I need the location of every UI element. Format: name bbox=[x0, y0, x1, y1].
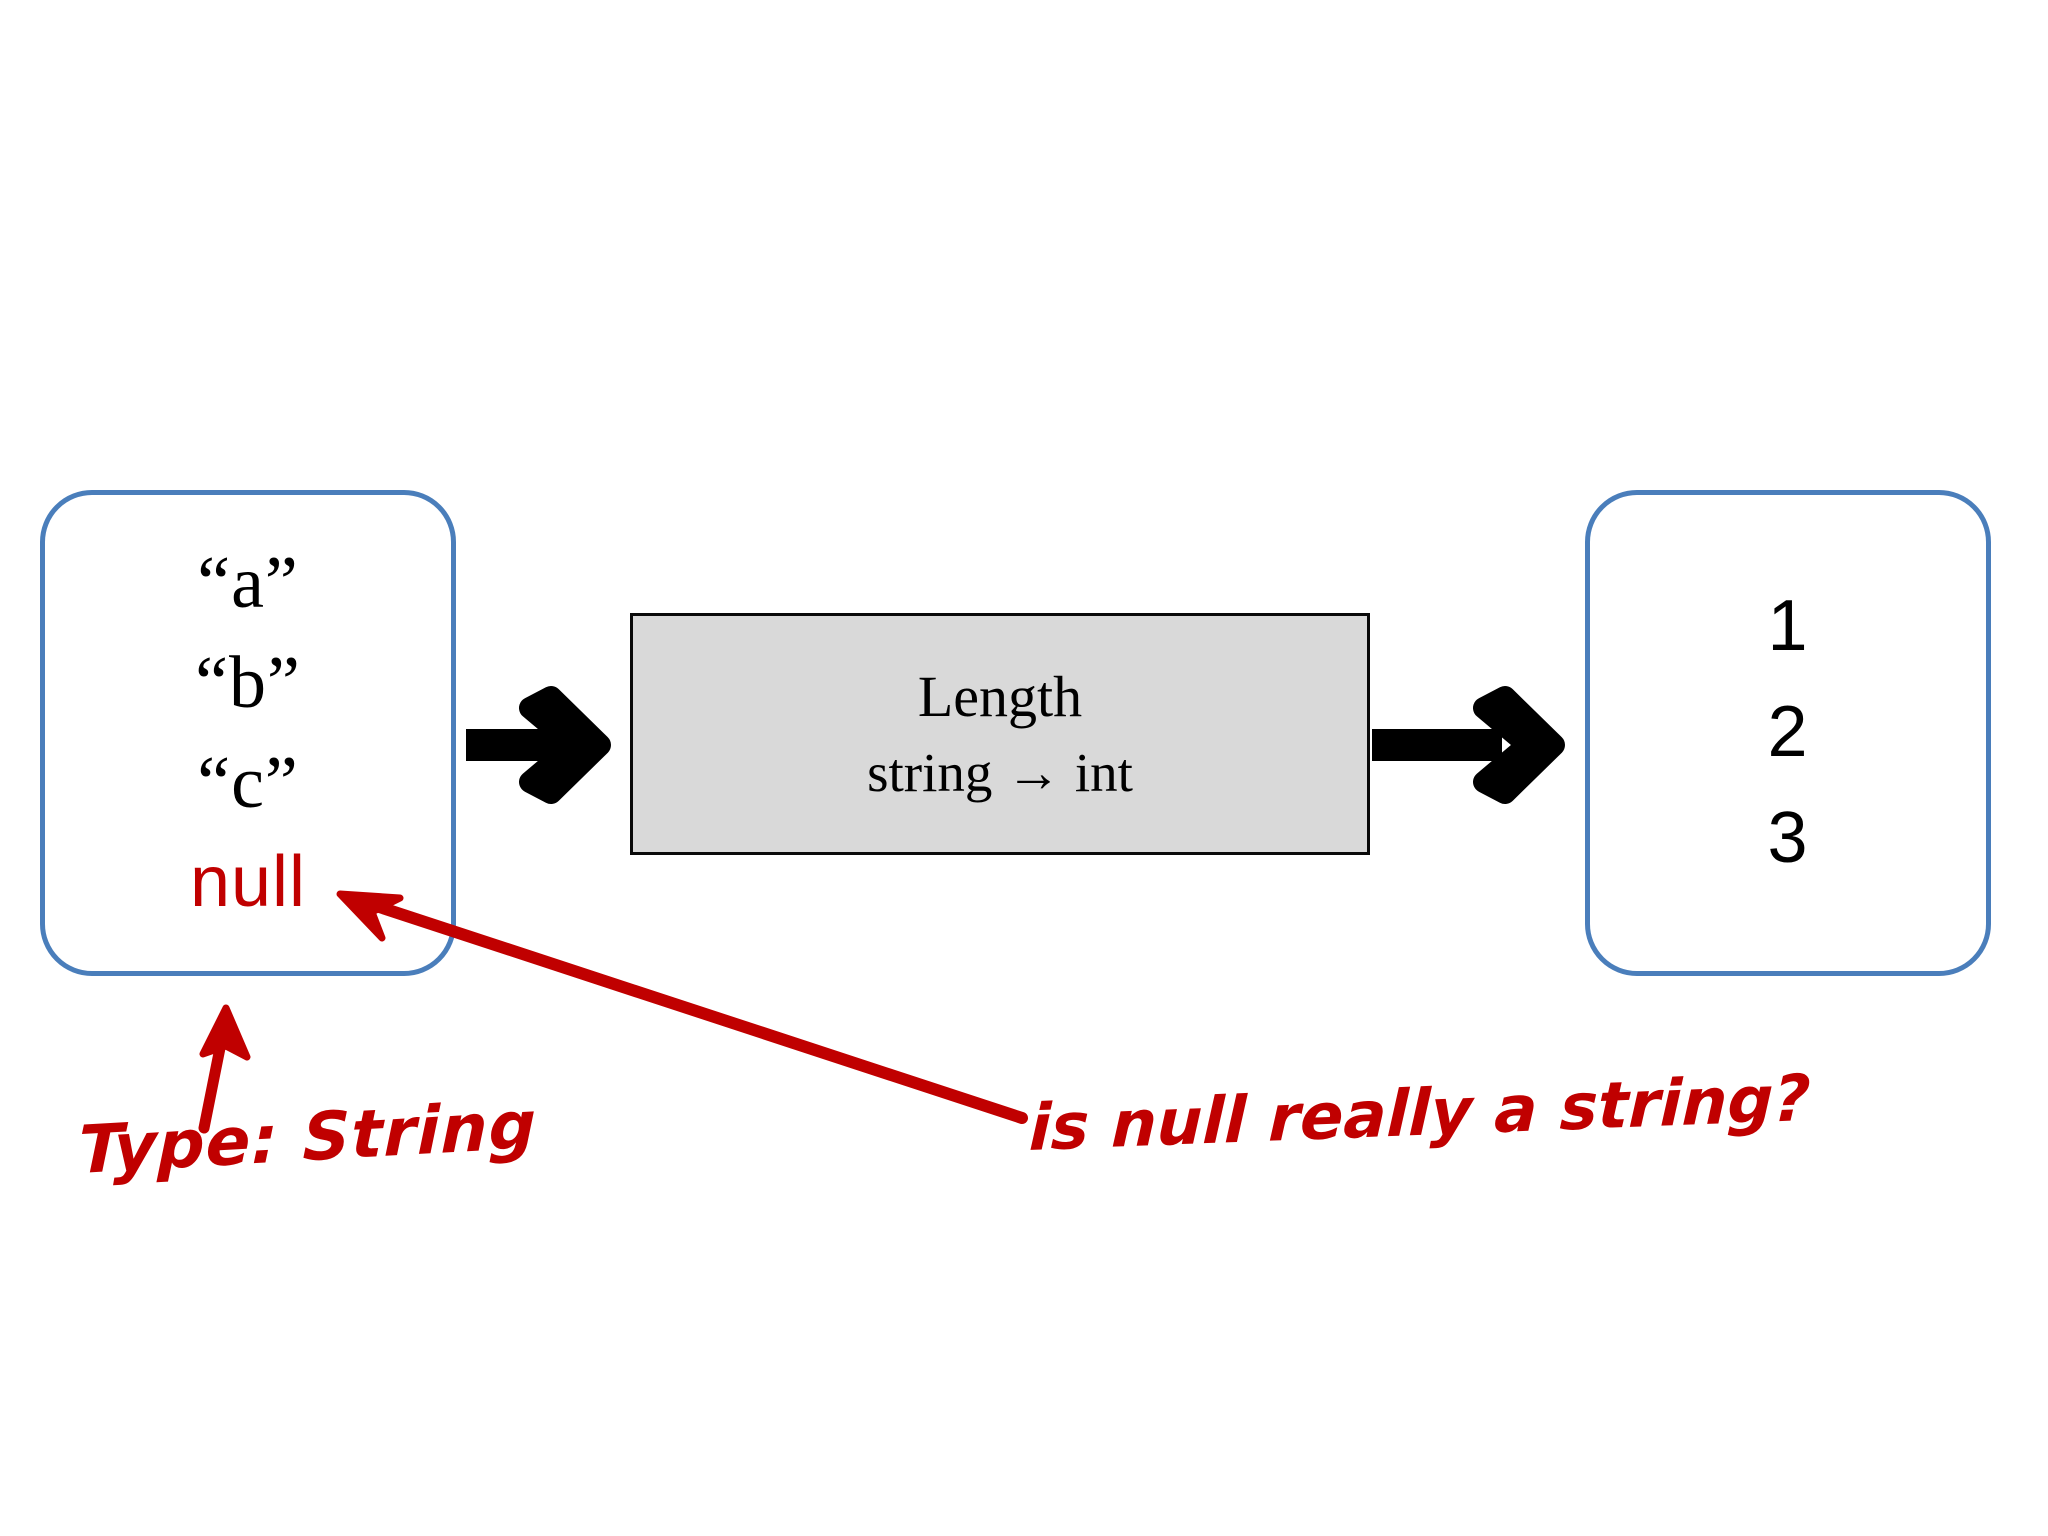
input-value-null: null bbox=[189, 841, 307, 922]
length-function-box: Length string → int bbox=[630, 613, 1370, 855]
output-value-3: 3 bbox=[1767, 797, 1809, 878]
input-value-a: “a” bbox=[197, 542, 299, 625]
function-title: Length bbox=[917, 664, 1083, 730]
output-value-1: 1 bbox=[1767, 586, 1809, 667]
null-question-annotation-text: is null really a string? bbox=[1028, 1061, 1812, 1166]
input-values-box: “a” “b” “c” null bbox=[40, 490, 456, 976]
output-values-box: 1 2 3 bbox=[1585, 490, 1991, 976]
type-annotation-text: Type: String bbox=[78, 1086, 538, 1189]
function-to-output-arrow bbox=[1372, 686, 1565, 804]
output-value-2: 2 bbox=[1767, 692, 1809, 773]
input-to-function-arrow bbox=[466, 686, 611, 804]
input-value-b: “b” bbox=[195, 642, 301, 725]
function-signature: string → int bbox=[867, 741, 1133, 803]
input-value-c: “c” bbox=[197, 742, 299, 825]
